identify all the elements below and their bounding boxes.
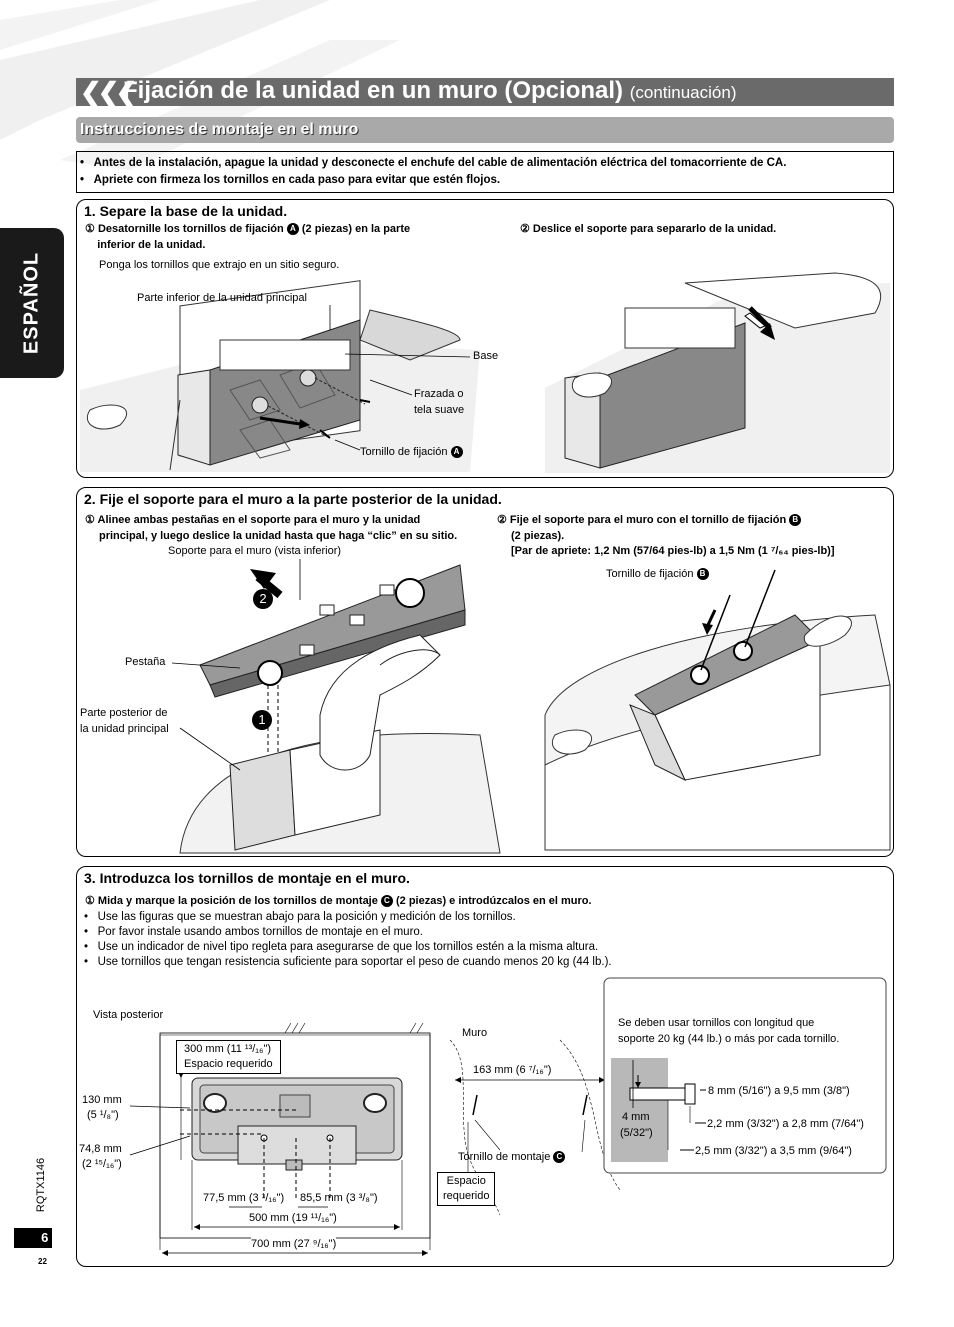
step1-instruction-2: ② Deslice el soporte para separarlo de l… xyxy=(520,223,777,235)
dim-775: 77,5 mm (3 ¹/₁₆") xyxy=(203,1192,285,1204)
section-title: Instrucciones de montaje en el muro xyxy=(80,121,359,138)
label-rear-unit-1: Parte posterior de xyxy=(80,707,168,719)
step2-heading: 2. Fije el soporte para el muro a la par… xyxy=(84,491,502,507)
step2-torque: [Par de apriete: 1,2 Nm (57/64 pies-lb) … xyxy=(511,545,835,557)
screw-dim-22: 2,2 mm (3/32") a 2,8 mm (7/64") xyxy=(707,1118,864,1130)
step2-illustration-left xyxy=(179,564,501,854)
dim-300-box: 300 mm (11 ¹³/₁₆")Espacio requerido xyxy=(176,1040,281,1074)
step3-bullet: • Por favor instale usando ambos tornill… xyxy=(84,926,423,938)
badge-b-icon: B xyxy=(696,568,709,580)
step-number-1: 1 xyxy=(252,710,272,730)
step3-instruction-1: ① Mida y marque la posición de los torni… xyxy=(85,895,592,907)
dim-855: 85,5 mm (3 ³/₈") xyxy=(300,1192,378,1204)
screw-note-2: soporte 20 kg (44 lb.) o más por cada to… xyxy=(618,1033,840,1045)
dim-163: 163 mm (6 ⁷/₁₆") xyxy=(473,1063,552,1078)
step1-illustration-left xyxy=(80,280,480,472)
badge-c-icon: C xyxy=(553,1151,566,1163)
step2-instruction-2a: ② Fije el soporte para el muro con el to… xyxy=(497,512,802,528)
step1-instruction-1: ① Desatornille los tornillos de fijación… xyxy=(85,223,411,251)
step2-illustration-right xyxy=(544,569,891,851)
dim-748-a: 74,8 mm xyxy=(79,1143,122,1155)
screw-dim-4a: 4 mm xyxy=(622,1111,650,1123)
step3-bullet: • Use un indicador de nivel tipo regleta… xyxy=(84,941,599,953)
warning-item: • Apriete con firmeza los tornillos en c… xyxy=(80,174,501,186)
step3-bullet: • Use las figuras que se muestran abajo … xyxy=(84,911,516,923)
label-cloth-1: Frazada o xyxy=(414,388,464,400)
label-tab: Pestaña xyxy=(125,656,166,668)
step2-leader-lines xyxy=(171,559,301,771)
warning-item: • Antes de la instalación, apague la uni… xyxy=(80,157,787,169)
label-base: Base xyxy=(473,350,499,362)
label-wall: Muro xyxy=(462,1027,488,1039)
step2-instruction-1a: ① Alinee ambas pestañas en el soporte pa… xyxy=(85,514,421,526)
step3-heading: 3. Introduzca los tornillos de montaje e… xyxy=(84,870,410,886)
section-bar xyxy=(76,117,894,143)
step1-note: Ponga los tornillos que extrajo en un si… xyxy=(99,259,340,271)
step3-panel xyxy=(76,866,894,1267)
screw-dim-8: 8 mm (5/16") a 9,5 mm (3/8") xyxy=(708,1085,850,1097)
warning-box xyxy=(76,151,894,193)
label-screw-b: Tornillo de fijación B xyxy=(606,567,709,582)
page-title: Fijación de la unidad en un muro (Opcion… xyxy=(123,77,737,104)
label-rear-unit-2: la unidad principal xyxy=(80,723,169,735)
dim-130-a: 130 mm xyxy=(82,1094,122,1106)
dim-748-b: (2 ¹⁵/₁₆") xyxy=(82,1158,122,1170)
page-title-suffix: (continuación) xyxy=(629,83,737,102)
label-screw-a: Tornillo de fijación A xyxy=(360,445,463,460)
screw-dim-25: 2,5 mm (3/32") a 3,5 mm (9/64") xyxy=(695,1145,852,1157)
title-bar xyxy=(76,78,894,106)
badge-a-icon: A xyxy=(286,223,299,235)
badge-b-icon: B xyxy=(789,514,802,526)
label-wall-bracket: Soporte para el muro (vista inferior) xyxy=(168,545,342,557)
label-mount-screw: Tornillo de montaje C xyxy=(458,1150,566,1165)
page-small-number: 22 xyxy=(38,1257,47,1266)
step1-heading: 1. Separe la base de la unidad. xyxy=(84,203,288,219)
dim-130-b: (5 ¹/₈") xyxy=(87,1109,119,1121)
model-number: RQTX1146 xyxy=(35,1157,47,1213)
dim-500: 500 mm (19 ¹¹/₁₆") xyxy=(249,1211,337,1226)
step2-instruction-2b: (2 piezas). xyxy=(511,530,565,542)
step2-instruction-1b: principal, y luego deslice la unidad has… xyxy=(99,530,458,542)
chevron-left-icon: ❮❮❮ xyxy=(80,77,137,107)
label-bottom-unit: Parte inferior de la unidad principal xyxy=(137,292,307,304)
step1-panel xyxy=(76,199,894,478)
screw-dim-4b: (5/32") xyxy=(620,1127,653,1139)
label-rear-view: Vista posterior xyxy=(93,1009,164,1021)
badge-a-icon: A xyxy=(450,446,463,458)
step1-illustration-right xyxy=(545,272,890,473)
step2-panel xyxy=(76,487,894,857)
step1-leader-lines xyxy=(329,305,471,451)
dim-700: 700 mm (27 ⁹/₁₆") xyxy=(251,1237,337,1252)
language-tab xyxy=(0,228,64,378)
step3-bullet: • Use tornillos que tengan resistencia s… xyxy=(84,956,612,968)
label-cloth-2: tela suave xyxy=(414,404,465,416)
page-number: 6 xyxy=(14,1228,52,1248)
step-number-2: 2 xyxy=(253,589,273,609)
badge-c-icon: C xyxy=(380,895,393,907)
screw-note-1: Se deben usar tornillos con longitud que xyxy=(618,1017,815,1029)
